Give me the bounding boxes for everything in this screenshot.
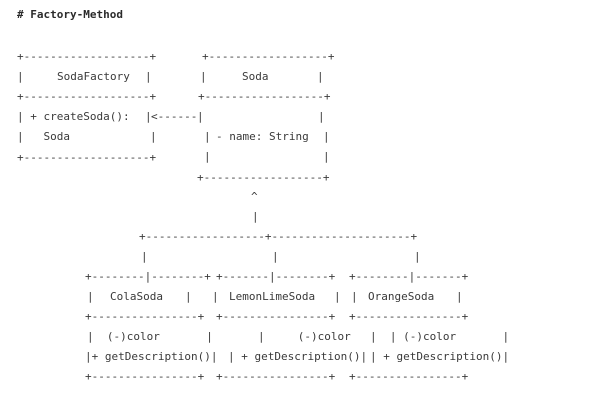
lemonlimesoda-attr-line: | (-)color — [258, 330, 351, 343]
colasoda-right: | — [185, 290, 192, 303]
lemonlimesoda-border-top: +-------|--------+ — [216, 270, 336, 283]
colasoda-left: | — [87, 290, 94, 303]
sodafactory-name-row-right: | — [145, 70, 152, 83]
orangesoda-border-top: +--------|-------+ — [349, 270, 469, 283]
inheritance-arrow-stem: | — [252, 210, 259, 223]
lemonlimesoda-method-line: | + getDescription()| — [228, 350, 368, 363]
sodafactory-class-name: SodaFactory — [57, 70, 130, 83]
orangesoda-border-bottom: +----------------+ — [349, 370, 469, 383]
soda-border-mid: +------------------+ — [198, 90, 331, 103]
colasoda-border-bottom: +----------------+ — [85, 370, 205, 383]
sodafactory-border-mid: +-------------------+ — [17, 90, 157, 103]
orangesoda-right: | — [456, 290, 463, 303]
page-title: # Factory-Method — [17, 8, 123, 21]
soda-attr-left: | — [204, 130, 211, 143]
sodafactory-method-line-1: | + createSoda(): — [17, 110, 130, 123]
sodafactory-border-bottom: +-------------------+ — [17, 151, 157, 164]
soda-class-name: Soda — [242, 70, 269, 83]
lemonlimesoda-class-name: LemonLimeSoda — [229, 290, 316, 303]
lemonlimesoda-right: | — [334, 290, 341, 303]
orangesoda-border-mid: +----------------+ — [349, 310, 469, 323]
soda-row-3-left: | — [204, 150, 211, 163]
lemonlimesoda-border-bottom: +----------------+ — [216, 370, 336, 383]
soda-attr-right: | — [323, 130, 330, 143]
colasoda-border-mid: +----------------+ — [85, 310, 205, 323]
soda-attribute-name: - name: String — [216, 130, 309, 143]
colasoda-method-line: |+ getDescription()| — [85, 350, 218, 363]
colasoda-class-name: ColaSoda — [110, 290, 163, 303]
soda-row-1-right: | — [318, 110, 325, 123]
soda-border-top: +------------------+ — [202, 50, 335, 63]
inheritance-drop-cola: | — [141, 250, 148, 263]
soda-name-row-left: | — [200, 70, 207, 83]
sodafactory-row-right-2: | — [150, 130, 157, 143]
inheritance-drop-lemonlime: | — [272, 250, 279, 263]
soda-row-1-left: | — [197, 110, 204, 123]
orangesoda-attr-line: | | (-)color | — [370, 330, 510, 343]
sodafactory-border-top: +-------------------+ — [17, 50, 157, 63]
dependency-arrow: <------ — [151, 110, 198, 123]
colasoda-border-top: +--------|--------+ — [85, 270, 211, 283]
lemonlimesoda-left: | — [212, 290, 219, 303]
soda-row-3-right: | — [323, 150, 330, 163]
inheritance-arrow-head: ^ — [251, 190, 258, 203]
orangesoda-method-line: | + getDescription()| — [370, 350, 510, 363]
inheritance-branch-line: +------------------+--------------------… — [139, 230, 418, 243]
sodafactory-row-right-1: | — [145, 110, 152, 123]
inheritance-drop-orange: | — [414, 250, 421, 263]
orangesoda-class-name: OrangeSoda — [368, 290, 435, 303]
sodafactory-name-row-left: | — [17, 70, 24, 83]
lemonlimesoda-border-mid: +----------------+ — [216, 310, 336, 323]
soda-name-row-right: | — [317, 70, 324, 83]
soda-border-bottom: +------------------+ — [197, 171, 330, 184]
sodafactory-method-line-2: | Soda — [17, 130, 70, 143]
orangesoda-left: | — [351, 290, 358, 303]
colasoda-attr-line: | (-)color | — [87, 330, 213, 343]
